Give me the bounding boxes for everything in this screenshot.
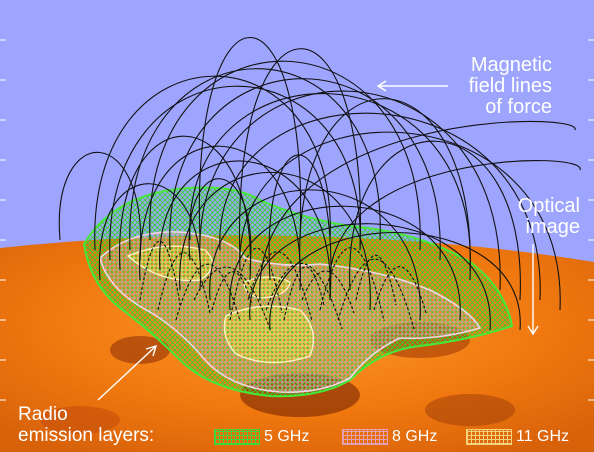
radio-arrow xyxy=(97,345,157,401)
field-line-inner xyxy=(355,254,397,306)
legend-swatch-pink xyxy=(342,428,388,445)
field-line-inner xyxy=(175,263,241,322)
field-line xyxy=(189,93,471,271)
field-line-inner xyxy=(229,247,283,321)
field-line-inner xyxy=(283,266,325,321)
field-line xyxy=(94,75,331,251)
legend-item-5ghz: 5 GHz xyxy=(214,427,309,447)
field-line xyxy=(198,36,302,241)
field-line xyxy=(269,231,521,331)
field-line-inner xyxy=(265,262,343,330)
field-line xyxy=(299,98,471,281)
optical-image-label: Optical image xyxy=(517,195,580,238)
field-line-inner xyxy=(337,258,415,330)
legend-label-11ghz: 11 GHz xyxy=(516,428,570,445)
field-line-inner xyxy=(301,270,355,314)
field-line-inner xyxy=(193,266,271,330)
field-line xyxy=(139,145,301,291)
legend-label-8ghz: 8 GHz xyxy=(392,428,438,445)
frame-ticks xyxy=(0,39,594,401)
optical-arrow-head xyxy=(527,325,539,336)
magnetic-field-lines xyxy=(58,36,581,331)
radio-emission-label: Radio emission layers: xyxy=(18,404,155,446)
field-line xyxy=(58,151,142,261)
field-line xyxy=(199,90,501,291)
field-line xyxy=(349,140,521,301)
field-line xyxy=(329,160,581,291)
magnetic-arrow-head xyxy=(376,80,387,92)
magnetic-field-label: Magnetic field lines of force xyxy=(468,54,552,118)
legend-item-11ghz: 11 GHz xyxy=(466,427,569,447)
field-line xyxy=(149,60,421,251)
field-line-inner xyxy=(139,240,181,306)
field-line xyxy=(179,171,371,311)
field-line xyxy=(169,78,441,261)
field-line xyxy=(119,135,251,281)
annotation-arrows xyxy=(97,80,539,401)
field-line-inner xyxy=(157,252,211,314)
field-line xyxy=(109,85,361,261)
field-line xyxy=(239,131,561,311)
field-line xyxy=(238,48,362,261)
field-line xyxy=(98,183,202,291)
legend-item-8ghz: 8 GHz xyxy=(342,427,437,447)
legend-label-5ghz: 5 GHz xyxy=(264,428,310,445)
field-line xyxy=(209,189,421,321)
field-line xyxy=(188,178,252,271)
field-line xyxy=(259,120,576,301)
field-line-inner xyxy=(373,266,427,314)
field-line xyxy=(249,223,491,331)
field-line xyxy=(159,160,331,301)
legend-swatch-yellow xyxy=(466,428,512,445)
legend-swatch-green xyxy=(214,428,260,445)
field-line-inner xyxy=(211,271,253,311)
field-line xyxy=(268,154,332,301)
radio-arrow-head xyxy=(145,344,158,357)
